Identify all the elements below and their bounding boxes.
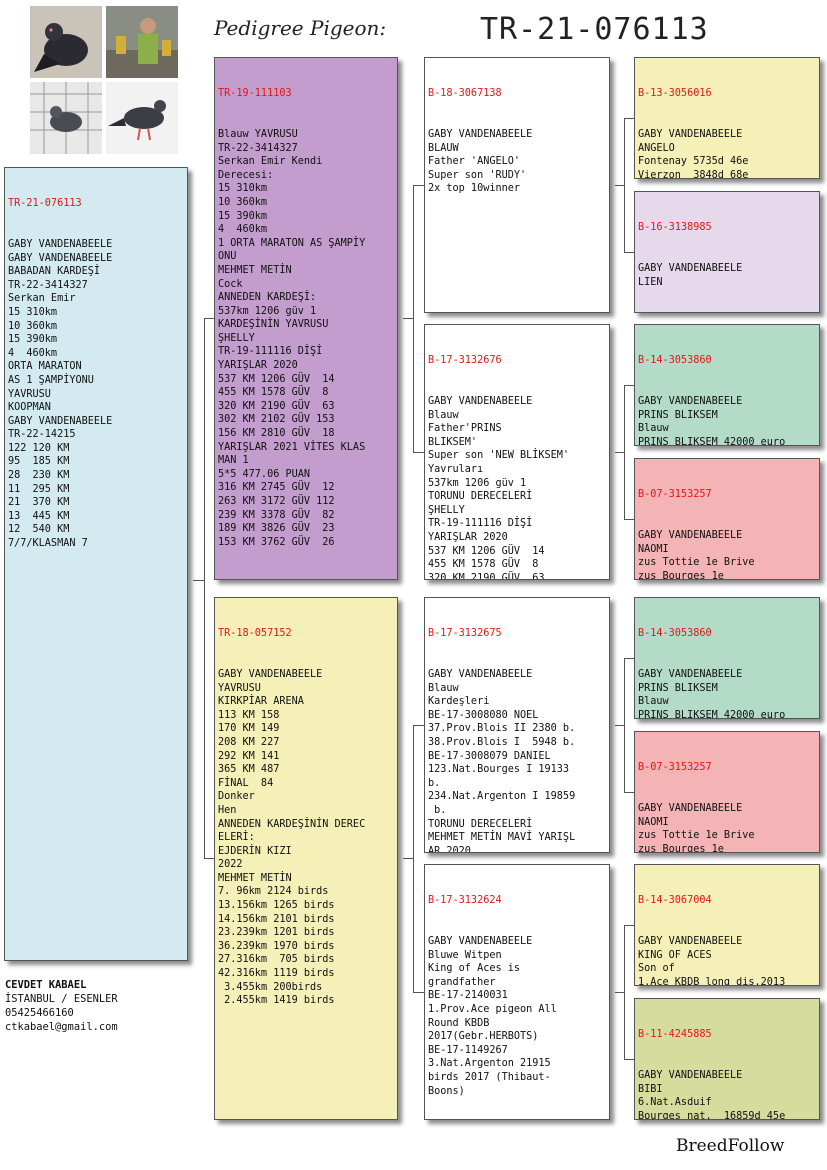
card-text: GABY VANDENABEELE Bluwe Witpen King of A…: [428, 935, 557, 1097]
great-grandparent-card: B-07-3153257 GABY VANDENABEELE NAOMI zus…: [634, 458, 820, 580]
connector-line: [624, 792, 634, 793]
card-text: GABY VANDENABEELE BIBI 6.Nat.Asduif Bour…: [638, 1069, 786, 1120]
great-grandparent-card: B-16-3138985 GABY VANDENABEELE LIEN: [634, 191, 820, 313]
connector-line: [413, 725, 424, 726]
connector-line: [204, 318, 205, 859]
ring-id: B-14-3053860: [638, 355, 712, 367]
ring-id: B-14-3053860: [638, 628, 712, 640]
connector-line: [624, 252, 634, 253]
great-grandparent-card: B-13-3056016 GABY VANDENABEELE ANGELO Fo…: [634, 57, 820, 179]
connector-line: [624, 385, 634, 386]
connector-line: [193, 580, 205, 581]
dam-card: TR-18-057152 GABY VANDENABEELE YAVRUSU K…: [214, 597, 398, 1120]
owner-email: ctkabael@gmail.com: [5, 1021, 118, 1033]
connector-line: [413, 185, 414, 453]
ring-id: B-07-3153257: [638, 762, 712, 774]
grandparent-card: B-18-3067138 GABY VANDENABEELE BLAUW Fat…: [424, 57, 610, 313]
owner-phone: 05425466160: [5, 1007, 74, 1019]
ring-id: B-17-3132676: [428, 355, 502, 367]
card-text: GABY VANDENABEELE LIEN: [638, 262, 743, 288]
card-text: GABY VANDENABEELE ANGELO Fontenay 5735d …: [638, 128, 749, 179]
connector-line: [615, 992, 624, 993]
connector-line: [615, 452, 624, 453]
grandparent-card: B-17-3132676 GABY VANDENABEELE Blauw Fat…: [424, 324, 610, 580]
ring-id: B-16-3138985: [638, 222, 712, 234]
pigeon-side-photo: [106, 82, 178, 154]
card-text: GABY VANDENABEELE KING OF ACES Son of 1.…: [638, 935, 786, 986]
sire-card: TR-19-111103 Blauw YAVRUSU TR-22-3414327…: [214, 57, 398, 580]
connector-line: [624, 118, 634, 119]
connector-line: [403, 318, 413, 319]
ring-id: B-18-3067138: [428, 88, 502, 100]
connector-line: [624, 925, 625, 1060]
card-text: GABY VANDENABEELE Blauw Kardeşleri BE-17…: [428, 668, 576, 853]
page-title: Pedigree Pigeon:: [214, 16, 387, 40]
connector-line: [615, 725, 624, 726]
ring-id: B-17-3132624: [428, 895, 502, 907]
grandparent-card: B-17-3132675 GABY VANDENABEELE Blauw Kar…: [424, 597, 610, 853]
card-text: GABY VANDENABEELE PRINS BLIKSEM Blauw PR…: [638, 395, 786, 446]
ring-id: TR-19-111103: [218, 88, 292, 100]
ring-id: B-17-3132675: [428, 628, 502, 640]
connector-line: [413, 452, 424, 453]
ring-id: B-14-3067004: [638, 895, 712, 907]
subject-card: TR-21-076113 GABY VANDENABEELE GABY VAND…: [4, 167, 188, 961]
grandparent-card: B-17-3132624 GABY VANDENABEELE Bluwe Wit…: [424, 864, 610, 1120]
connector-line: [624, 519, 634, 520]
connector-line: [624, 658, 625, 793]
card-text: GABY VANDENABEELE PRINS BLIKSEM Blauw PR…: [638, 668, 786, 719]
card-text: GABY VANDENABEELE NAOMI zus Tottie 1e Br…: [638, 529, 755, 580]
loft-photo: [30, 82, 102, 154]
connector-line: [615, 185, 624, 186]
brand-name: BreedFollow: [676, 1136, 785, 1156]
owner-city: İSTANBUL / ESENLER: [5, 993, 118, 1005]
great-grandparent-card: B-14-3053860 GABY VANDENABEELE PRINS BLI…: [634, 597, 820, 719]
connector-line: [624, 925, 634, 926]
great-grandparent-card: B-14-3053860 GABY VANDENABEELE PRINS BLI…: [634, 324, 820, 446]
ring-id: B-13-3056016: [638, 88, 712, 100]
ring-id: B-11-4245885: [638, 1029, 712, 1041]
connector-line: [624, 658, 634, 659]
pigeon-photo: [30, 6, 102, 78]
card-text: GABY VANDENABEELE GABY VANDENABEELE BABA…: [8, 238, 113, 550]
card-text: GABY VANDENABEELE BLAUW Father 'ANGELO' …: [428, 128, 533, 195]
subject-ring-number: TR-21-076113: [480, 12, 709, 47]
owner-contact: CEVDET KABAEL İSTANBUL / ESENLER 0542546…: [5, 978, 118, 1034]
connector-line: [624, 385, 625, 520]
connector-line: [413, 185, 424, 186]
connector-line: [204, 318, 214, 319]
card-text: Blauw YAVRUSU TR-22-3414327 Serkan Emir …: [218, 128, 366, 548]
ring-id: TR-18-057152: [218, 628, 292, 640]
connector-line: [403, 858, 413, 859]
connector-line: [624, 1059, 634, 1060]
photo-collage: [30, 6, 180, 154]
great-grandparent-card: B-14-3067004 GABY VANDENABEELE KING OF A…: [634, 864, 820, 986]
connector-line: [204, 858, 214, 859]
ring-id: B-07-3153257: [638, 489, 712, 501]
great-grandparent-card: B-11-4245885 GABY VANDENABEELE BIBI 6.Na…: [634, 998, 820, 1120]
owner-name: CEVDET KABAEL: [5, 979, 87, 991]
connector-line: [413, 992, 424, 993]
card-text: GABY VANDENABEELE Blauw Father'PRINS BLI…: [428, 395, 570, 580]
card-text: GABY VANDENABEELE YAVRUSU KIRKPİAR ARENA…: [218, 668, 366, 1007]
connector-line: [624, 118, 625, 253]
ring-id: TR-21-076113: [8, 198, 82, 210]
breeder-photo: [106, 6, 178, 78]
connector-line: [413, 725, 414, 993]
great-grandparent-card: B-07-3153257 GABY VANDENABEELE NAOMI zus…: [634, 731, 820, 853]
card-text: GABY VANDENABEELE NAOMI zus Tottie 1e Br…: [638, 802, 755, 853]
